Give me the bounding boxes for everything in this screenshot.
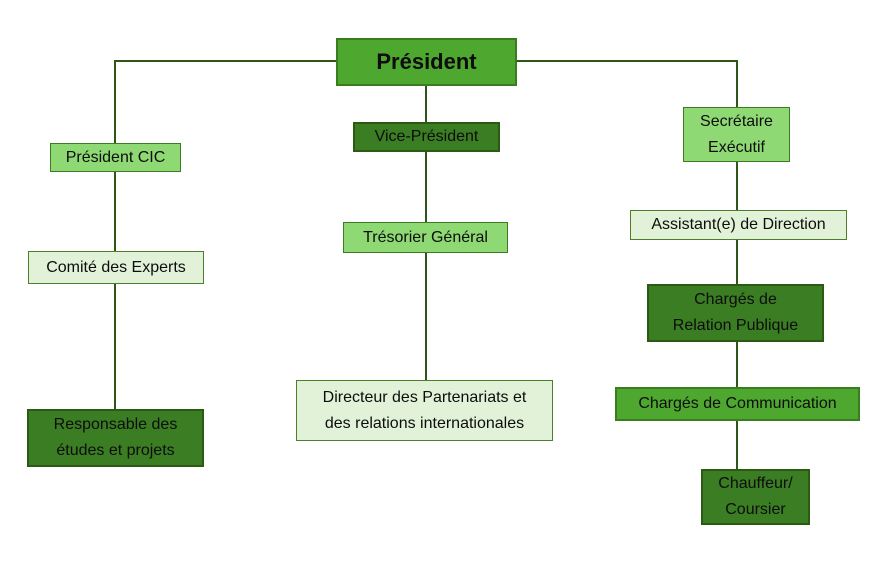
connector-left-branch [114, 60, 116, 410]
node-assistant-direction: Assistant(e) de Direction [630, 210, 847, 240]
node-tresorier-general: Trésorier Général [343, 222, 508, 253]
node-directeur-partenariats: Directeur des Partenariats et des relati… [296, 380, 553, 441]
node-charges-communication: Chargés de Communication [615, 387, 860, 421]
node-president-cic: Président CIC [50, 143, 181, 172]
node-president: Président [336, 38, 517, 86]
node-vice-president: Vice-Président [353, 122, 500, 152]
node-charges-relation-publique: Chargés de Relation Publique [647, 284, 824, 342]
node-responsable-etudes-projets: Responsable des études et projets [27, 409, 204, 467]
node-chauffeur-coursier: Chauffeur/ Coursier [701, 469, 810, 525]
connector-right-branch [736, 60, 738, 470]
node-comite-des-experts: Comité des Experts [28, 251, 204, 284]
node-secretaire-executif: Secrétaire Exécutif [683, 107, 790, 162]
